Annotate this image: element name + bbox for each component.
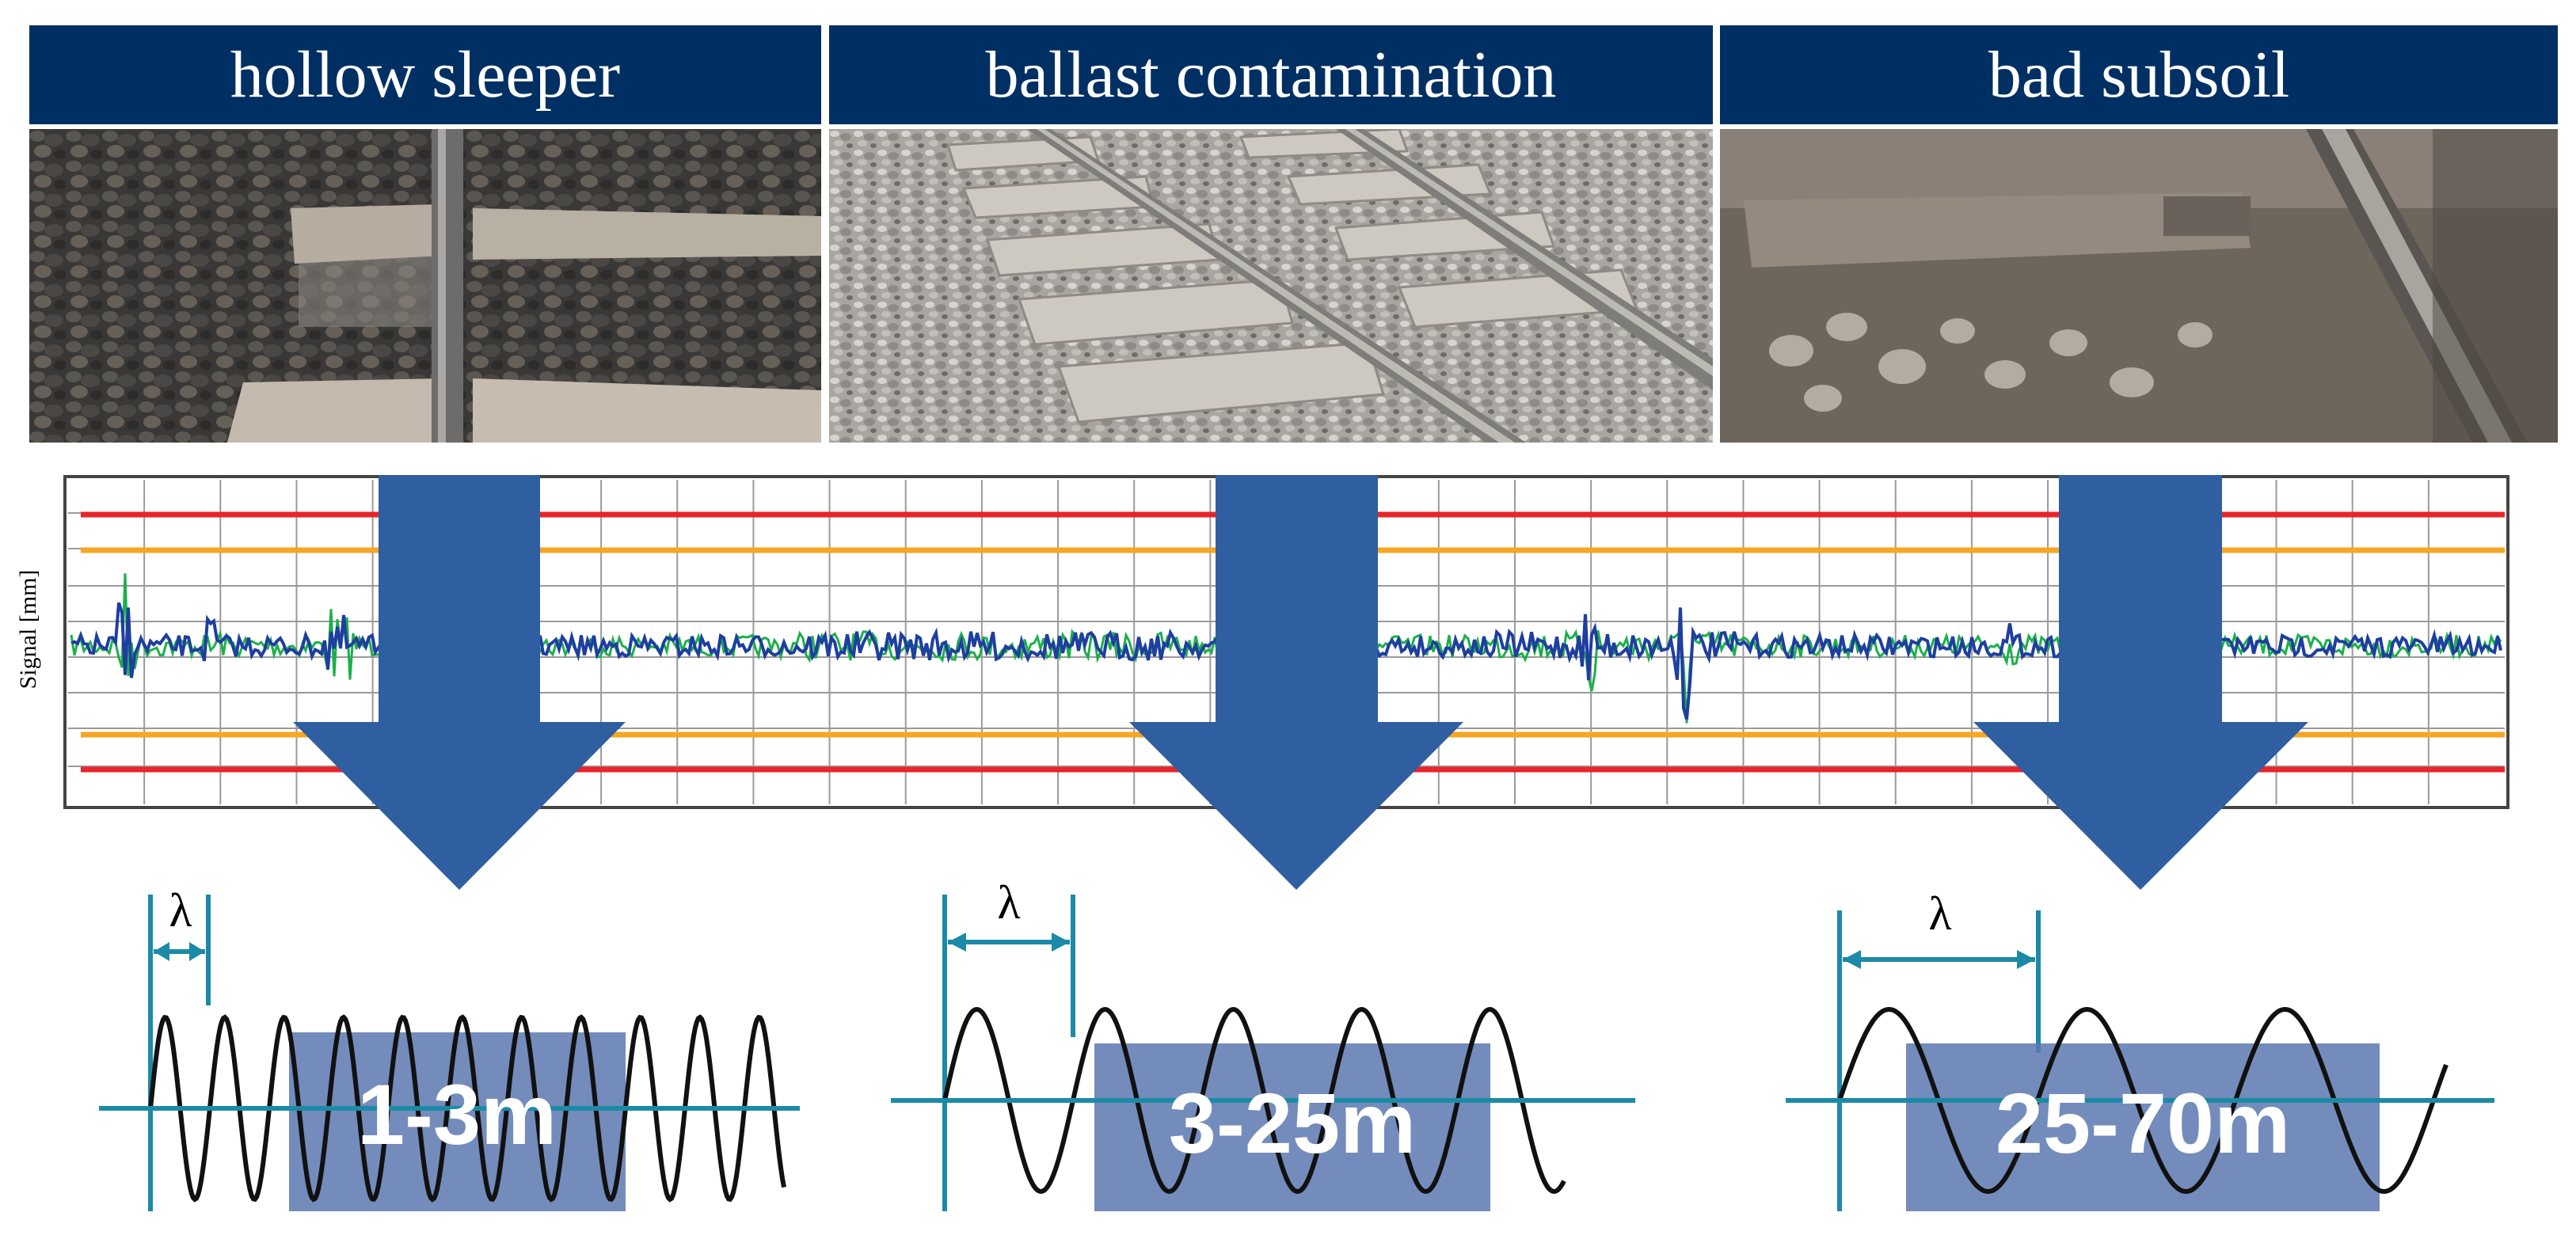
wave-panel-3: λ 25-70m — [1786, 887, 2494, 1211]
waveform-3 — [1837, 1006, 2449, 1195]
arrow-ballast-contamination — [1129, 475, 1463, 890]
photo-ballast-contamination — [829, 129, 1713, 443]
arrow-bad-subsoil — [1973, 475, 2308, 890]
header-ballast-contamination: ballast contamination — [829, 25, 1713, 124]
waveform-1 — [148, 1014, 786, 1203]
lambda-label-1: λ — [169, 884, 192, 937]
range-box-3 — [1906, 1043, 2380, 1211]
arrow-hollow-sleeper — [293, 475, 626, 890]
header-bad-subsoil: bad subsoil — [1720, 25, 2558, 124]
lambda-label-3: λ — [1928, 887, 1951, 940]
photo-hollow-sleeper — [29, 129, 821, 443]
header-hollow-sleeper: hollow sleeper — [29, 25, 821, 124]
wave-panel-2: λ 3-25m — [891, 876, 1635, 1211]
photo-bad-subsoil — [1720, 129, 2558, 443]
waveform-2 — [942, 1006, 1566, 1195]
range-label-2: 3-25m — [1169, 1075, 1416, 1171]
range-label-3: 25-70m — [1996, 1075, 2290, 1171]
lambda-label-2: λ — [997, 876, 1020, 929]
range-label-1: 1-3m — [357, 1066, 557, 1162]
wave-panel-1: λ 1-3m — [99, 884, 800, 1211]
